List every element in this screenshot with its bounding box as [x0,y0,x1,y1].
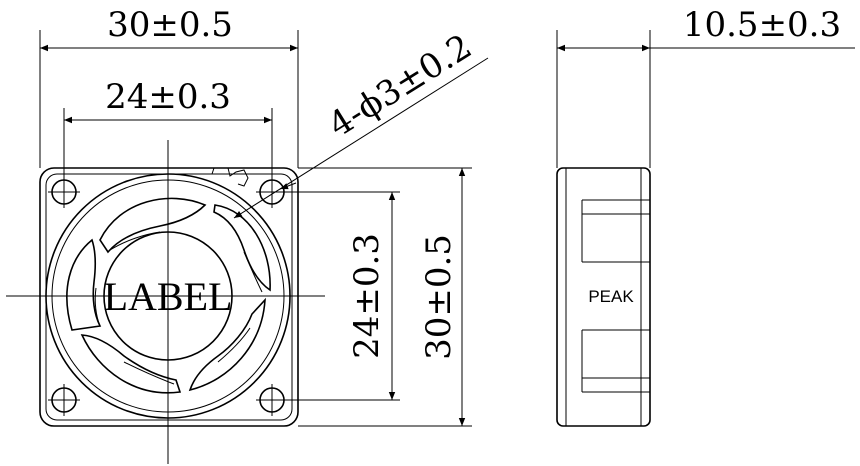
hole-spacing-horizontal-dimension: 24±0.3 [63,77,273,180]
side-depth-dimension: 10.5±0.3 [556,5,855,168]
wire-clip [211,167,249,187]
hole-spacing-vertical-dimension: 24±0.3 [284,191,400,401]
side-depth-label: 10.5±0.3 [683,5,841,45]
front-height-dimension: 30±0.5 [298,167,472,427]
side-view: PEAK [556,167,651,427]
front-width-dimension: 30±0.5 [39,5,299,168]
side-brand-label: PEAK [588,287,634,306]
hole-callout-label: 4-ϕ3±0.2 [322,27,479,146]
side-outline [556,167,651,427]
front-view: LABEL [6,140,325,464]
hole-spacing-horizontal-label: 24±0.3 [105,77,231,117]
front-frame-outer [39,167,299,427]
hub-label: LABEL [104,274,233,319]
hole-spacing-vertical-label: 24±0.3 [347,233,387,359]
front-width-label: 30±0.5 [107,5,233,45]
front-height-label: 30±0.5 [419,234,459,360]
